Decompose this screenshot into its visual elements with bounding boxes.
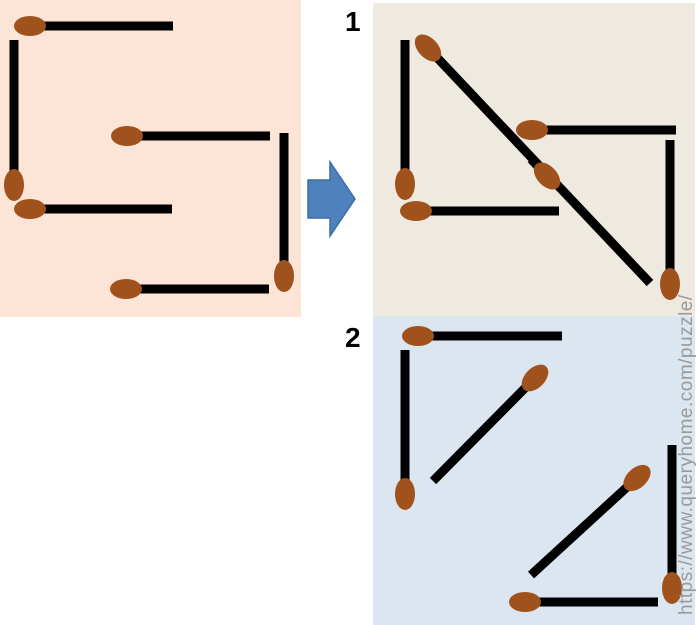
original-arrangement-panel [0,0,301,317]
matchstick-head [521,364,549,392]
solution-1-label: 1 [345,6,361,37]
matchstick-head [4,169,24,201]
matchstick-head [533,162,561,190]
matchstick [414,34,654,287]
matchstick [527,464,651,579]
matchstick [527,155,561,190]
matchstick [111,126,270,146]
matchstick [402,326,562,346]
solution-2-label: 2 [345,322,361,353]
matchstick [660,140,680,300]
matchstick-head [14,199,46,219]
matchstick [4,40,24,201]
matchstick [509,592,658,612]
matchstick [110,279,269,299]
matchstick-head [395,168,415,200]
matchstick-head [110,279,142,299]
matchstick [14,199,172,219]
matchstick [400,201,559,221]
matchstick-stick [527,474,641,579]
matchstick-head [274,260,294,292]
matchstick-head [111,126,143,146]
matchstick-stick [429,374,539,485]
matchstick-head [662,572,682,604]
matchstick-head [660,268,680,300]
matchstick-head [509,592,541,612]
matchstick [395,40,415,200]
matchstick [429,364,549,485]
matchstick-head [395,478,415,510]
matchstick-head [623,464,651,492]
watermark-url: https://www.queryhome.com/puzzle/ [676,294,697,615]
matchstick-head [414,34,442,62]
matchstick [395,350,415,510]
matchstick [274,133,294,292]
matchstick-head [14,16,46,36]
matchstick [516,120,676,140]
matchstick-head [516,120,548,140]
matchstick-head [400,201,432,221]
matchstick [662,445,682,604]
matchstick-head [402,326,434,346]
matchstick [14,16,173,36]
right-arrow-icon [307,159,356,239]
